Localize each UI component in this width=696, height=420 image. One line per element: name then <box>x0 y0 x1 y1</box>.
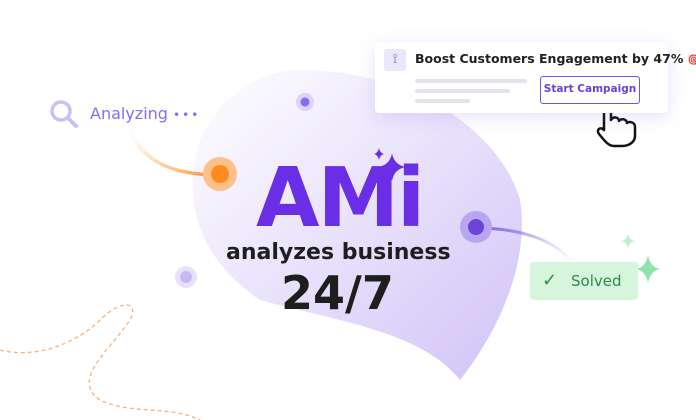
analyzing-status: Analyzing ••• <box>90 104 200 123</box>
solved-label: Solved <box>571 272 622 290</box>
cone-shape <box>192 70 522 380</box>
search-icon <box>50 100 78 128</box>
availability: 24/7 <box>281 266 394 320</box>
dashed-curve <box>0 304 201 420</box>
placeholder-line <box>415 99 470 103</box>
loading-dots: ••• <box>173 108 201 122</box>
start-campaign-button[interactable]: Start Campaign <box>540 76 640 104</box>
target-icon: 🎯 <box>687 55 696 66</box>
sparkle-icon <box>378 153 406 181</box>
placeholder-line <box>415 79 527 83</box>
hand-cursor-icon <box>596 104 637 148</box>
check-icon: ✓ <box>542 270 558 291</box>
solved-badge: ✓ Solved <box>530 262 638 300</box>
tagline: analyzes business <box>226 240 451 265</box>
magnet-icon: ⟟ <box>384 49 406 71</box>
sparkle-icon <box>636 255 660 283</box>
placeholder-line <box>415 89 510 93</box>
campaign-card: ⟟ Boost Customers Engagement by 47% 🎯 St… <box>375 42 696 113</box>
analyzing-label: Analyzing <box>90 104 168 123</box>
brand-title: AMi <box>256 151 425 246</box>
card-title: Boost Customers Engagement by 47% <box>415 51 684 66</box>
